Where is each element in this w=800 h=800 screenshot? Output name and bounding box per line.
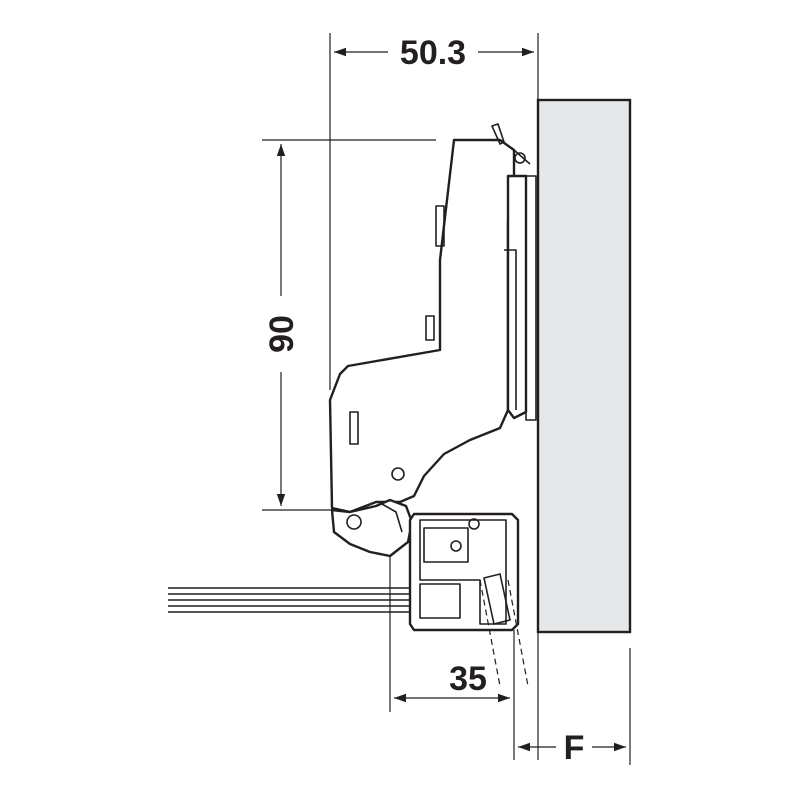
dimension-height: 90 [263,144,301,506]
hinge-arm [328,123,537,514]
hinge-cup [408,512,520,632]
dimension-overlay: F [518,729,626,767]
swing-path-lines [479,579,529,687]
knuckle-pivot [346,514,362,530]
dimension-label-cup-distance: 35 [449,660,487,698]
dimension-cup-distance: 35 [394,660,510,703]
extension-lines [262,33,631,765]
door-panel [536,98,632,634]
hinge-rivet [391,467,405,481]
dimension-label-top-width: 50.3 [400,34,466,72]
dimension-top-width: 50.3 [334,34,534,72]
dimension-label-overlay: F [564,729,585,767]
dimension-label-height: 90 [263,315,301,353]
